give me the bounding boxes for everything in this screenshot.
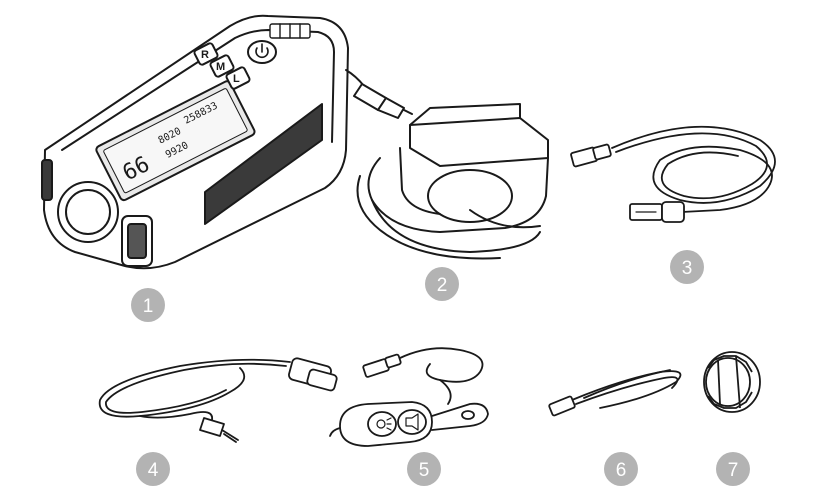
headlight-icon: [376, 417, 392, 431]
rubber-spacer: [703, 351, 761, 413]
button-l-label: L: [233, 73, 240, 85]
svg-text:1: 1: [143, 296, 154, 317]
usb-charging-cable: [570, 125, 776, 223]
control-buttons: L M R: [193, 42, 251, 90]
side-grip-strip: [204, 103, 323, 225]
svg-text:2: 2: [437, 275, 448, 296]
power-icon: [247, 40, 277, 64]
dc-plug: [353, 83, 413, 119]
badge-6: 6: [604, 452, 638, 486]
button-m-label: M: [216, 61, 225, 73]
badge-7: 7: [716, 452, 750, 486]
switch-pad: [339, 401, 433, 447]
horn-icon: [405, 413, 419, 431]
sensor-head: [288, 357, 338, 392]
headlight-computer-unit: 66 8020 9920 258833 L M R: [41, 14, 413, 270]
badge-5: 5: [407, 452, 441, 486]
sensor-cable: [98, 357, 338, 443]
cable-plug: [548, 395, 576, 417]
number-badges: 1 2 3 4 5 6 7: [131, 250, 750, 486]
switch-connector: [362, 353, 402, 378]
dc-jack: [199, 417, 239, 443]
indicator-grid: [269, 23, 311, 39]
remote-switch: [329, 347, 489, 447]
svg-text:3: 3: [682, 258, 693, 279]
button-r-label: R: [201, 49, 209, 61]
cable-connector: [570, 143, 612, 168]
extension-cable: [548, 369, 682, 417]
badge-2: 2: [425, 267, 459, 301]
usb-icon: [629, 201, 685, 223]
badge-4: 4: [136, 452, 170, 486]
svg-text:7: 7: [728, 460, 739, 481]
badge-1: 1: [131, 288, 165, 322]
badge-3: 3: [670, 250, 704, 284]
svg-text:6: 6: [616, 460, 627, 481]
handlebar-mount: [356, 103, 549, 260]
svg-text:5: 5: [419, 460, 430, 481]
svg-text:4: 4: [148, 460, 159, 481]
front-lens: [57, 181, 119, 243]
lcd-screen: 66 8020 9920 258833: [95, 80, 256, 202]
front-lamp: [121, 215, 153, 267]
